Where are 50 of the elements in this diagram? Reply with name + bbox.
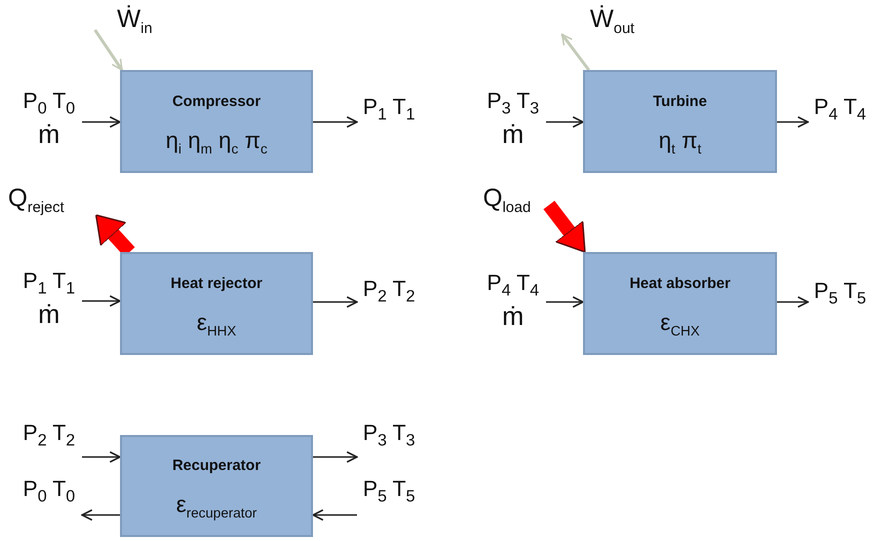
process-title: Turbine [653,92,707,110]
arrow [81,509,120,521]
arrow [313,451,358,463]
mass-flow-label: ṁ [502,121,524,148]
state-label: P$_{5}$ T$_{5}$ [814,278,866,310]
arrow [777,296,809,308]
process-title: Compressor [172,92,261,110]
state-label: P$_{1}$ T$_{1}$ [22,268,76,300]
state-label: P$_{4}$ T$_{4}$ [814,94,866,126]
process-title: Heat absorber [630,274,730,292]
process-title: Recuperator [172,457,261,474]
state-label: P$_{5}$ T$_{5}$ [362,476,416,508]
heat-flow-arrow [543,200,586,253]
arrow [313,296,358,308]
parameter-symbols: ε$_{recuperator}$ [176,491,257,521]
arrow [560,34,590,71]
arrow [94,29,124,71]
state-label: P$_{2}$ T$_{2}$ [362,276,416,308]
arrow [312,509,357,521]
energy-label: Ẇ$_{in}$ [117,4,152,39]
mass-flow-label: ṁ [38,121,60,148]
arrow [82,451,121,463]
process-box [120,70,313,173]
parameter-symbols: η$_{i}$ η$_{m}$ η$_{c}$ π$_{c}$ [166,126,268,156]
parameter-symbols: η$_{t}$ π$_{t}$ [658,126,702,156]
arrow [313,116,358,128]
process-box [120,435,313,537]
process-box [583,70,777,173]
arrow [546,296,584,308]
energy-label: Q$_{reject}$ [8,183,64,218]
process-box [583,252,777,355]
state-label: P$_{1}$ T$_{1}$ [362,94,416,126]
arrow [777,116,809,128]
process-title: Heat rejector [170,274,262,292]
state-label: P$_{2}$ T$_{2}$ [22,420,76,452]
arrow [82,116,121,128]
mass-flow-label: ṁ [38,301,60,328]
state-label: P$_{4}$ T$_{4}$ [486,270,540,302]
process-box [120,252,313,355]
parameter-symbols: ε$_{CHX}$ [660,308,700,338]
parameter-symbols: ε$_{HHX}$ [196,308,236,338]
arrow [82,295,121,307]
energy-label: Q$_{load}$ [483,183,531,218]
state-label: P$_{3}$ T$_{3}$ [362,420,416,452]
state-label: P$_{3}$ T$_{3}$ [486,88,540,120]
mass-flow-label: ṁ [502,303,524,330]
state-label: P$_{0}$ T$_{0}$ [22,476,76,508]
energy-label: Ẇ$_{out}$ [590,4,634,39]
state-label: P$_{0}$ T$_{0}$ [22,88,76,120]
arrow [546,116,584,128]
